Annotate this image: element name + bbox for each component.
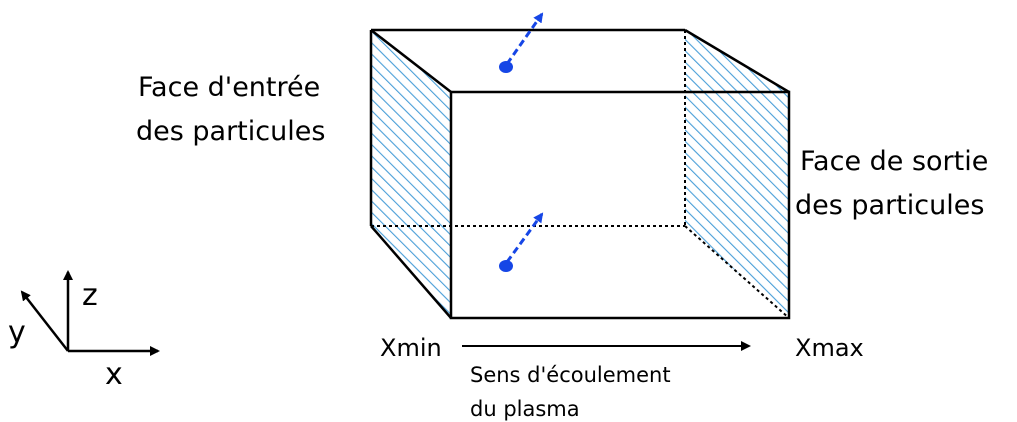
particle-dot xyxy=(499,61,513,73)
bottom-right-depth-edge xyxy=(684,225,790,319)
exit-face-label-line2: des particules xyxy=(795,190,984,221)
exit-face-label-line1: Face de sortie xyxy=(800,146,988,177)
flow-label-line1: Sens d'écoulement xyxy=(470,363,671,387)
particle-dot xyxy=(499,260,513,272)
flow-label-line2: du plasma xyxy=(470,397,580,421)
particle-top xyxy=(499,12,544,73)
entry-face-label-line2: des particules xyxy=(136,116,325,147)
xmax-label: Xmax xyxy=(795,334,864,362)
axis-triad xyxy=(20,270,160,356)
entry-face xyxy=(371,30,451,318)
entry-face-label-line1: Face d'entrée xyxy=(138,72,320,103)
exit-face xyxy=(685,30,789,318)
particle-bottom xyxy=(499,212,544,272)
axis-y-label: y xyxy=(8,315,26,350)
xmin-label: Xmin xyxy=(380,334,442,362)
axis-x-label: x xyxy=(105,357,123,392)
axis-z-label: z xyxy=(82,278,98,313)
box-edges xyxy=(369,28,791,320)
axis-y-line xyxy=(20,290,69,352)
